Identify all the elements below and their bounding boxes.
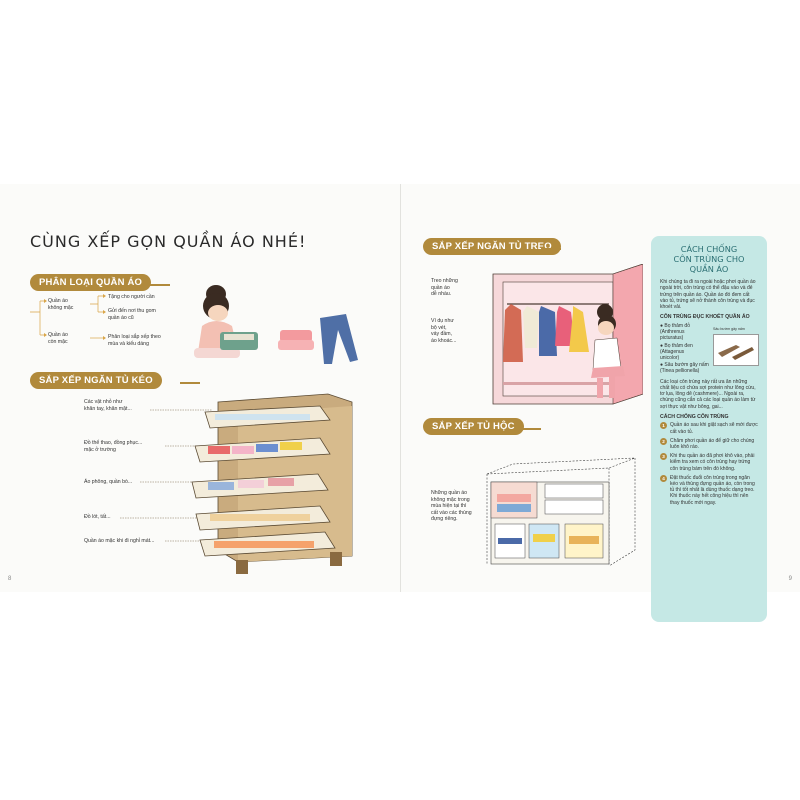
insect-prevention-panel: CÁCH CHỐNG CÔN TRÙNG CHO QUẦN ÁO Khi chú… [651,236,767,622]
steps-heading: CÁCH CHỐNG CÔN TRÙNG [660,414,729,420]
wardrobe-note-2: Ví dụ như bộ vét, váy đầm, áo khoác... [431,318,457,344]
girl-folding-illustration [194,285,358,364]
section-heading-wardrobe: SẮP XẾP NGĂN TỦ TREO [423,238,561,255]
tree-leaf-sort: Phân loại sắp xếp theo mùa và kiểu dáng [108,334,161,347]
insects-heading: CÔN TRÙNG ĐỤC KHOÉT QUẦN ÁO [660,314,750,321]
wardrobe-illustration [492,264,643,405]
drawer-label-3: Áo phông, quần bò... [84,479,133,485]
tree-connectors [30,294,106,340]
page-number: 9 [788,576,792,582]
insect-item: ● Sâu bướm gây nấm (Tinea pellionella) [660,362,709,375]
tree-leaf-donate: Tặng cho người cần [108,294,155,300]
moth-icon [718,345,754,360]
left-page: CÙNG XẾP GỌN QUẦN ÁO NHÉ! PHÂN LOẠI QUẦN… [0,184,400,592]
drawer-label-5: Quần áo mặc khi đi nghỉ mát... [84,538,155,544]
tree-node-used: Quần áo còn mặc [48,332,68,345]
moth-caption: Sâu bướm gây nấm [713,327,745,331]
panel-paragraph-2: Các loại côn trùng này rất ưa ăn những c… [660,378,756,410]
insect-item: ● Bọ thảm đen (Attagenus unicolor) [660,342,693,361]
heading-rule [180,382,200,384]
insect-item: ● Bọ thảm đỏ (Anthrenus picturatus) [660,322,690,342]
heading-rule [521,428,541,430]
shelf-unit-illustration [486,457,636,567]
tree-leaf-recycle: Gửi đến nơi thu gom quần áo cũ [108,308,156,321]
page-title: CÙNG XẾP GỌN QUẦN ÁO NHÉ! [30,232,307,251]
panel-title: CÁCH CHỐNG CÔN TRÙNG CHO QUẦN ÁO [673,244,745,274]
drawer-label-2: Đồ thể thao, đồng phục... mặc ở trường [84,440,143,453]
drawer-label-1: Các vật nhỏ như khăn tay, khăn mặt... [84,399,132,412]
section-heading-drawer: SẮP XẾP NGĂN TỦ KÉO [30,372,162,389]
page-number: 8 [8,576,12,582]
section-heading-shelves: SẮP XẾP TỦ HỘC [423,418,524,435]
drawer-chest-illustration [120,393,353,574]
drawer-label-4: Đồ lót, tất... [84,514,111,520]
panel-intro: Khi chúng ta đi ra ngoài hoặc phơi quần … [660,279,756,311]
section-heading-sort: PHÂN LOẠI QUẦN ÁO [30,274,152,291]
wardrobe-note-1: Treo những quần áo dễ nhàu. [431,278,458,298]
moth-photo [713,334,759,366]
shelf-note: Những quần áo không mặc trong mùa hiện t… [431,490,472,523]
heading-rule [541,248,561,250]
heading-rule [150,284,170,286]
tree-node-unused: Quần áo không mặc [48,298,74,311]
right-page: SẮP XẾP NGĂN TỦ TREO Treo những quần áo … [400,184,800,622]
